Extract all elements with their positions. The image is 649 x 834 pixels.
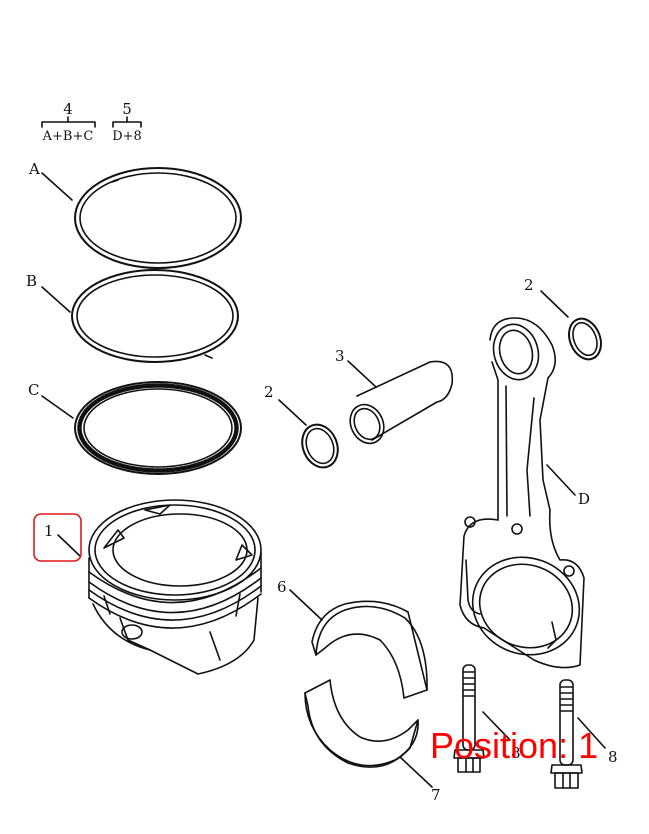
bearing-shell-lower[interactable]	[304, 679, 419, 768]
leader-line-a	[41, 172, 73, 201]
callout-1[interactable]: 1	[44, 522, 54, 540]
callout-2-right[interactable]: 2	[524, 276, 534, 294]
piston-pin[interactable]	[344, 360, 454, 448]
callout-8-right[interactable]: 8	[608, 748, 618, 766]
callout-c[interactable]: C	[28, 381, 39, 399]
snap-ring-right[interactable]	[563, 314, 607, 364]
piston-ring-a[interactable]	[74, 167, 242, 269]
callout-2-left[interactable]: 2	[264, 383, 274, 401]
leader-line-2-right	[540, 290, 569, 318]
callout-b[interactable]: B	[26, 272, 37, 290]
leader-line-b	[41, 286, 71, 313]
kit-group-5	[112, 116, 142, 128]
callout-d[interactable]: D	[578, 490, 590, 508]
callout-3[interactable]: 3	[335, 347, 345, 365]
leader-line-7	[399, 756, 433, 788]
leader-line-d	[546, 464, 576, 496]
callout-7[interactable]: 7	[431, 786, 441, 804]
kit-group-4	[41, 116, 96, 128]
kit-contents-4: A+B+C	[42, 129, 94, 144]
bearing-shell-upper[interactable]	[311, 600, 428, 699]
callout-a[interactable]: A	[28, 160, 40, 178]
leader-line-3	[347, 360, 377, 388]
kit-number-4: 4	[63, 100, 73, 118]
rod-bolt-right[interactable]	[550, 679, 583, 789]
piston-ring-c[interactable]	[74, 381, 242, 475]
piston-ring-b[interactable]	[71, 269, 239, 363]
kit-contents-5: D+8	[112, 129, 142, 144]
leader-line-2-left	[278, 399, 307, 426]
leader-line-6	[289, 589, 323, 621]
connecting-rod[interactable]	[459, 317, 593, 670]
piston[interactable]	[88, 499, 262, 675]
rod-bolt-left[interactable]	[453, 664, 485, 773]
kit-number-5: 5	[122, 100, 132, 118]
callout-6[interactable]: 6	[277, 578, 287, 596]
leader-line-1	[57, 534, 81, 557]
callout-8-left[interactable]: 8	[511, 744, 521, 762]
snap-ring-left[interactable]	[296, 419, 344, 473]
leader-line-8-left	[482, 711, 511, 741]
leader-line-c	[41, 395, 74, 419]
selected-callout-highlight	[33, 513, 82, 562]
leader-line-8-right	[577, 717, 606, 749]
